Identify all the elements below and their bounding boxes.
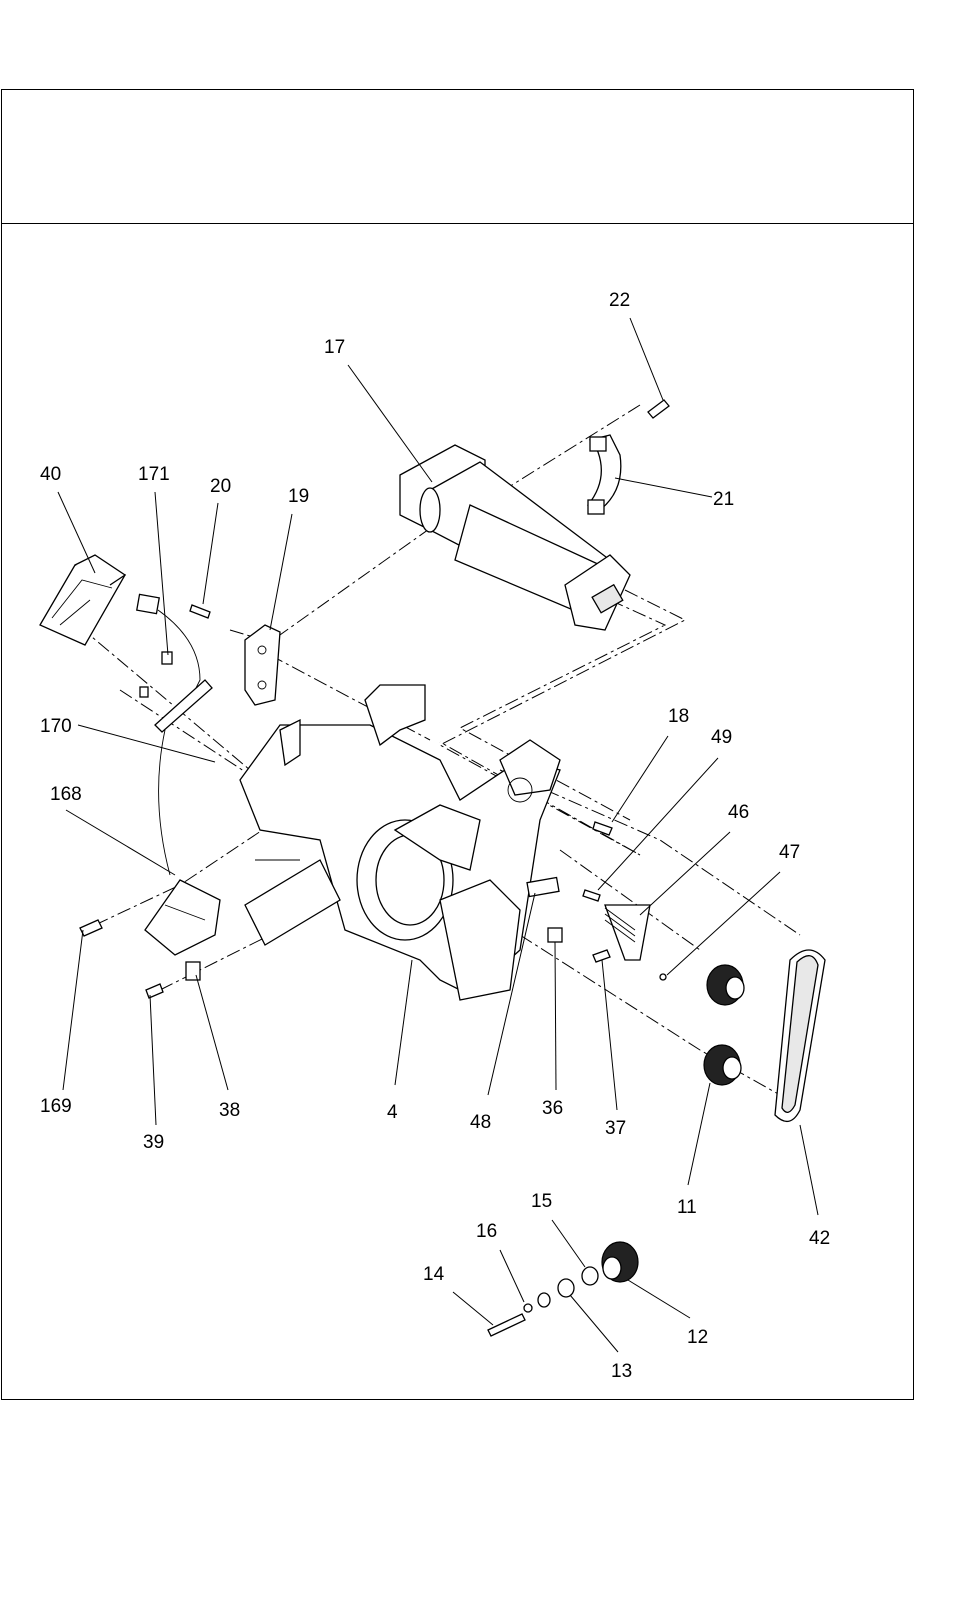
label-13: 13: [611, 1361, 632, 1382]
label-47: 47: [779, 842, 800, 863]
label-46: 46: [728, 802, 749, 823]
screw-169: [80, 920, 102, 936]
screw-22: [648, 400, 669, 418]
motor-17: [400, 445, 630, 630]
label-38: 38: [219, 1100, 240, 1121]
label-42: 42: [809, 1228, 830, 1249]
pin-14: [488, 1314, 525, 1336]
roller-11: [704, 1045, 741, 1085]
label-18: 18: [668, 706, 689, 727]
plate-48: [527, 878, 559, 897]
roller-upper: [707, 965, 744, 1005]
bracket-19: [245, 625, 280, 705]
label-15: 15: [531, 1191, 552, 1212]
belt-42: [775, 950, 825, 1121]
label-48: 48: [470, 1112, 491, 1133]
bushing-13: [558, 1279, 574, 1297]
label-17: 17: [324, 337, 345, 358]
cable-46: [605, 905, 650, 960]
screw-18: [593, 822, 612, 835]
label-12: 12: [687, 1327, 708, 1348]
sensor-171: [137, 594, 212, 875]
washer-47: [660, 974, 666, 980]
screw-37: [593, 950, 610, 962]
label-36: 36: [542, 1098, 563, 1119]
label-170: 170: [40, 716, 72, 737]
clamp-21: [588, 435, 621, 514]
cover-168: [145, 880, 220, 955]
label-21: 21: [713, 489, 734, 510]
label-20: 20: [210, 476, 231, 497]
label-171: 171: [138, 464, 170, 485]
label-37: 37: [605, 1118, 626, 1139]
label-40: 40: [40, 464, 61, 485]
screw-20: [190, 605, 210, 618]
label-169: 169: [40, 1096, 72, 1117]
frame-4: [240, 685, 560, 1000]
screw-39: [146, 984, 163, 998]
washer-16: [524, 1293, 550, 1312]
screw-49: [583, 890, 600, 901]
label-22: 22: [609, 290, 630, 311]
roller-12: [602, 1242, 638, 1282]
block-36: [548, 928, 562, 942]
label-16: 16: [476, 1221, 497, 1242]
label-168: 168: [50, 784, 82, 805]
label-11: 11: [677, 1197, 697, 1218]
label-14: 14: [423, 1264, 445, 1285]
bearing-15: [582, 1267, 598, 1285]
label-4: 4: [387, 1102, 398, 1123]
label-39: 39: [143, 1132, 164, 1153]
clip-38: [186, 962, 200, 980]
label-19: 19: [288, 486, 309, 507]
cover-40: [40, 555, 125, 645]
label-49: 49: [711, 727, 732, 748]
